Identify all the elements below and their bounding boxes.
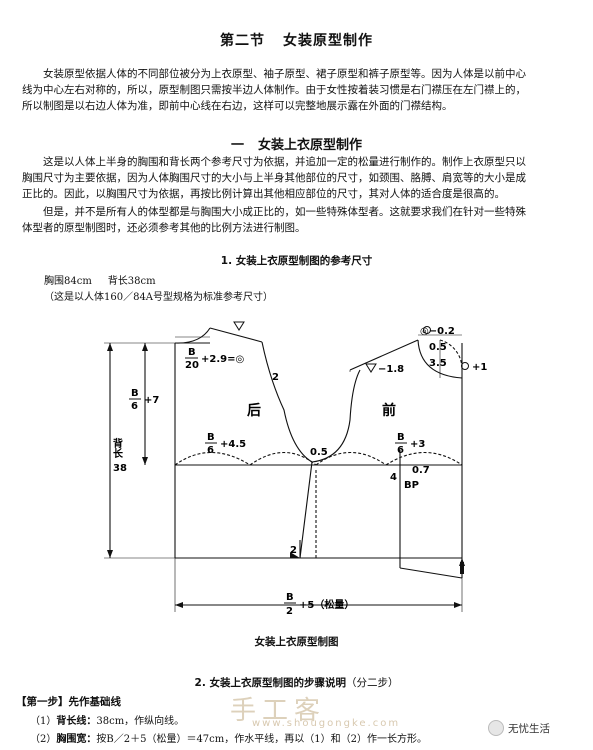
back-length-label: 背长 bbox=[111, 437, 123, 459]
brand-logo-icon bbox=[488, 720, 504, 736]
circle-marker bbox=[423, 326, 431, 334]
step-bold: 胸围宽： bbox=[56, 734, 97, 745]
b20-denominator: 20 bbox=[185, 360, 199, 371]
para-line: 胸围尺寸为主要依据，因为人体胸围尺寸的大小与上半身其他部位的尺寸，如颈围、胳膊、… bbox=[22, 172, 526, 184]
measure-note: （这是以人体160／84A号型规格为标准参考尺寸） bbox=[44, 292, 274, 303]
front-shoulder-line bbox=[349, 339, 419, 371]
label-0-5-side: 0.5 bbox=[310, 447, 328, 458]
b6-45-rest: +4.5 bbox=[220, 439, 246, 450]
heading-upper-garment: 一女装上衣原型制作 bbox=[0, 134, 593, 153]
step-num: （2） bbox=[30, 734, 57, 745]
brand-name: 无忧生活 bbox=[508, 722, 550, 735]
b6-3-denominator: 6 bbox=[397, 445, 404, 456]
b6-7-numerator: B bbox=[131, 388, 139, 399]
b20-rest: +2.9=◎ bbox=[201, 354, 244, 365]
arrowhead bbox=[175, 602, 183, 608]
heading-text: 女装上衣原型制作 bbox=[258, 138, 363, 153]
arc-front-1 bbox=[315, 452, 387, 466]
intro-line: 线为中心左右对称的，所以，原型制图只需按半边人体制作。由于女性按着装习惯是右门襟… bbox=[22, 84, 526, 96]
paragraph-special: 但是，并不是所有人的体型都是与胸围大小成正比的，如一些特殊体型者。这就要求我们在… bbox=[22, 204, 572, 236]
arrowhead bbox=[454, 602, 462, 608]
heading-reference-sizes: 1. 女装上衣原型制图的参考尺寸 bbox=[220, 255, 373, 267]
front-armhole bbox=[311, 369, 361, 463]
back-shoulder-line bbox=[209, 327, 263, 343]
intro-line: 女装原型依据人体的不同部位被分为上衣原型、袖子原型、裙子原型和裤子原型等。因为人… bbox=[43, 68, 526, 80]
front-neck-curve bbox=[417, 339, 463, 379]
section-name: 女装原型制作 bbox=[283, 33, 373, 49]
section-title: 第二节 女装原型制作 bbox=[0, 30, 593, 50]
bodice-pattern-diagram: 后 前 背长 38 B 20 +2.9=◎ B 6 +7 B 6 +4.5 B … bbox=[104, 321, 487, 617]
b6-45-numerator: B bbox=[207, 432, 215, 443]
brand-badge: 无忧生活 bbox=[488, 720, 550, 736]
b6-7-rest: +7 bbox=[144, 395, 159, 406]
step-text: 38cm，作纵向线。 bbox=[96, 716, 185, 727]
step-num: （1） bbox=[30, 716, 57, 727]
arc-front-2 bbox=[385, 451, 463, 466]
step-text: 按B／2＋5（松量）＝47cm，作水平线，再以（1）和（2）作一长方形。 bbox=[96, 734, 427, 745]
front-label: 前 bbox=[382, 402, 396, 419]
triangle-marker bbox=[233, 321, 245, 331]
back-length-value: 38 bbox=[113, 463, 127, 474]
b20-numerator: B bbox=[188, 347, 196, 358]
section-number: 第二节 bbox=[220, 33, 265, 49]
label-plus-1: +1 bbox=[472, 362, 487, 373]
watermark-sub: www.shougongke.com bbox=[252, 718, 401, 729]
arc-back-1 bbox=[174, 451, 251, 466]
arrowhead bbox=[290, 552, 300, 558]
para-line: 体型者的原型制图时，还必须参考其他的比例方法进行制图。 bbox=[22, 222, 306, 234]
arrowhead bbox=[107, 343, 113, 351]
label-3-5: 3.5 bbox=[429, 358, 447, 369]
heading-number: 一 bbox=[230, 138, 244, 153]
b6-3-numerator: B bbox=[397, 432, 405, 443]
step1-tag: 【第一步】 bbox=[16, 696, 69, 708]
back-label: 后 bbox=[247, 402, 261, 419]
back-armhole bbox=[261, 341, 313, 463]
back-neck-curve bbox=[174, 327, 211, 344]
waist-marker bbox=[460, 562, 464, 574]
intro-paragraph: 女装原型依据人体的不同部位被分为上衣原型、袖子原型、裙子原型和裤子原型等。因为人… bbox=[22, 66, 572, 114]
heading-steps-text: 2. 女装上衣原型制图的步骤说明 bbox=[194, 677, 346, 689]
b6-45-denominator: 6 bbox=[207, 445, 214, 456]
b6-7-denominator: 6 bbox=[131, 401, 138, 412]
side-seam bbox=[299, 461, 313, 559]
arc-back-2 bbox=[249, 452, 317, 466]
paragraph-basis: 这是以人体上半身的胸围和背长两个参考尺寸为依据，并追加一定的松量进行制作的。制作… bbox=[22, 154, 572, 202]
label-2-armhole: 2 bbox=[272, 372, 279, 383]
b2-denominator: 2 bbox=[286, 606, 293, 617]
heading-steps: 2. 女装上衣原型制图的步骤说明（分二步） bbox=[0, 675, 593, 690]
label-2-waist: 2 bbox=[290, 545, 297, 556]
front-waist-curve bbox=[399, 567, 463, 579]
step1-heading: 【第一步】先作基础线 bbox=[16, 694, 121, 709]
triangle-marker bbox=[365, 363, 377, 373]
step-bold: 背长线： bbox=[56, 716, 97, 727]
bust-measure: 胸围84cm bbox=[44, 276, 92, 287]
label-4: 4 bbox=[390, 472, 397, 483]
label-0-7: 0.7 bbox=[412, 465, 430, 476]
b2-rest: +5（松量） bbox=[299, 598, 354, 611]
circle-marker bbox=[461, 362, 469, 370]
arrowhead bbox=[142, 343, 148, 351]
label-bp: BP bbox=[404, 480, 419, 491]
back-measure: 背长38cm bbox=[107, 276, 156, 287]
label-neck-minus: ◎−0.2 bbox=[420, 326, 455, 337]
b2-numerator: B bbox=[286, 592, 294, 603]
step-line-1: （1）背长线：38cm，作纵向线。 bbox=[30, 712, 184, 727]
para-line: 这是以人体上半身的胸围和背长两个参考尺寸为依据，并追加一定的松量进行制作的。制作… bbox=[43, 156, 526, 168]
diagram-caption: 女装上衣原型制图 bbox=[254, 636, 339, 648]
intro-line: 所以制图是以右边人体为准，即前中心线在右边，这样可以完整地展示露在外面的门襟结构… bbox=[22, 100, 453, 112]
step-line-2: （2）胸围宽：按B／2＋5（松量）＝47cm，作水平线，再以（1）和（2）作一长… bbox=[30, 730, 427, 745]
arrowhead bbox=[107, 550, 113, 558]
para-line: 正比的。因此，以胸围尺寸为依据，再按比例计算出其他相应部位的尺寸，其对人体的适合… bbox=[22, 188, 505, 200]
arrowhead bbox=[142, 457, 148, 465]
heading-steps-note: （分二步） bbox=[345, 677, 399, 689]
para-line: 但是，并不是所有人的体型都是与胸围大小成正比的，如一些特殊体型者。这就要求我们在… bbox=[43, 206, 526, 218]
b6-3-rest: +3 bbox=[410, 439, 425, 450]
label-minus-1-8: −1.8 bbox=[378, 364, 404, 375]
step1-text: 先作基础线 bbox=[68, 696, 122, 708]
watermark-main: 手工客 bbox=[230, 696, 327, 726]
label-0-5-top: 0.5 bbox=[429, 342, 447, 353]
measure-row: 胸围84cm 背长38cm bbox=[44, 272, 156, 287]
